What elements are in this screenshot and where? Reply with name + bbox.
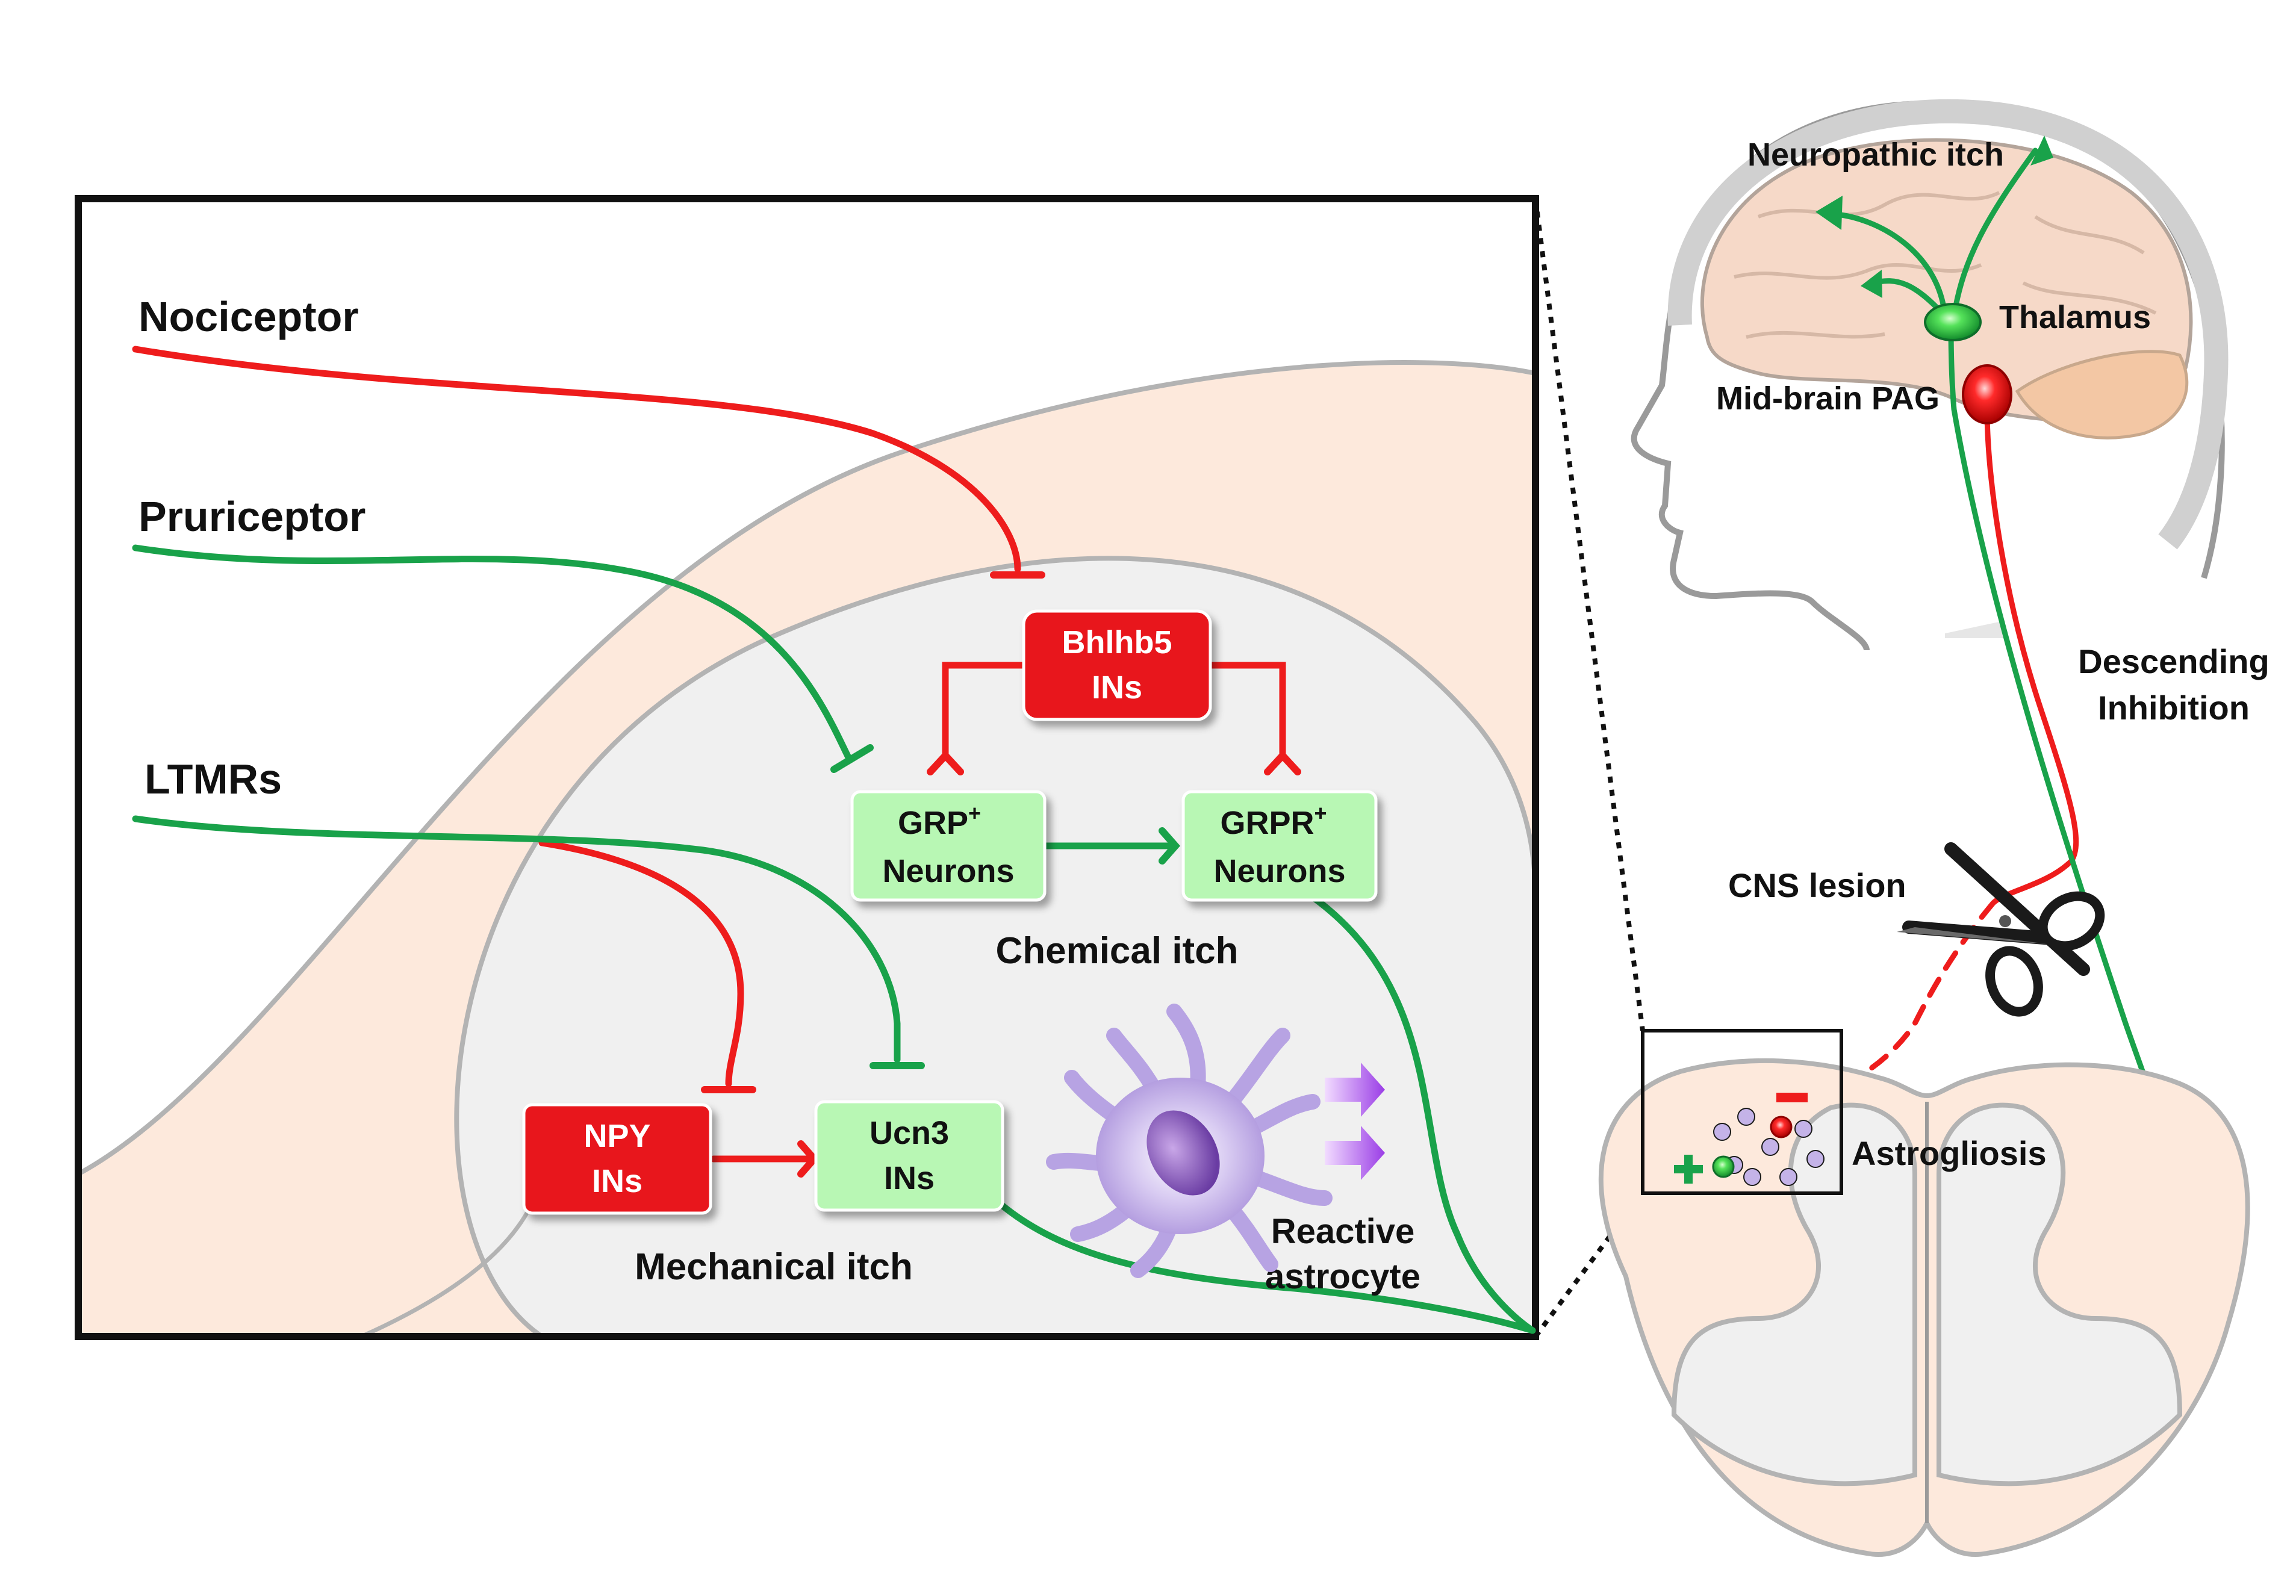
ucn3-label-2: INs — [884, 1160, 935, 1196]
inset-green-neuron-icon — [1712, 1155, 1735, 1178]
grpr-label: GRPR+ — [1220, 801, 1327, 841]
grey-matter-region — [454, 556, 1538, 1339]
reactive-astrocyte-label-2: astrocyte — [1265, 1257, 1420, 1296]
pag-label: Mid-brain PAG — [1716, 380, 1940, 417]
ucn3-box — [814, 1100, 1004, 1212]
scissors-icon — [1897, 842, 2105, 1017]
pag-icon — [1962, 364, 2012, 424]
pruriceptor-label: Pruriceptor — [138, 493, 366, 540]
head-outline — [1631, 99, 2229, 651]
reactive-astrocyte-label: Reactive — [1271, 1212, 1415, 1251]
reactive-astrocyte-icon — [1046, 1004, 1333, 1278]
chemical-itch-label: Chemical itch — [995, 930, 1238, 972]
cerebellum — [2015, 350, 2189, 439]
descending-inhibition-label-2: Inhibition — [2098, 689, 2250, 727]
bhlhb5-label-2: INs — [1092, 669, 1142, 706]
astrogliosis-label: Astrogliosis — [1852, 1134, 2047, 1172]
upregulation-arrows-icon — [1325, 1063, 1385, 1180]
ucn3-output — [990, 1194, 1536, 1334]
ltmrs-label: LTMRs — [145, 756, 282, 803]
zoom-inset-box — [1641, 1029, 1843, 1195]
bhlhb5-label: Bhlhb5 — [1062, 624, 1172, 660]
plus-icon — [1674, 1155, 1703, 1184]
pruriceptor-fiber — [132, 544, 853, 762]
bhlhb5-box — [1022, 609, 1212, 721]
bhlhb5-to-grpr — [1207, 662, 1286, 759]
thalamus-label: Thalamus — [1999, 299, 2151, 335]
nociceptor-label: Nociceptor — [138, 293, 359, 340]
descending-inhibition-label: Descending — [2078, 642, 2269, 680]
spinal-cord-section — [1598, 1058, 2250, 1557]
ucn3-label: Ucn3 — [870, 1115, 949, 1151]
inhibitory-connections — [132, 346, 1301, 1178]
ltmr-to-npy — [538, 839, 744, 1087]
astrogliosis-cells — [1713, 1108, 1825, 1186]
ltmr-fiber — [132, 815, 901, 1063]
grpr-box — [1181, 790, 1378, 902]
descending-inhibition-tract — [1984, 406, 2079, 906]
cns-lesion-label: CNS lesion — [1728, 866, 1906, 904]
thalamus-icon — [1924, 303, 1982, 341]
mechanical-itch-label: Mechanical itch — [635, 1246, 913, 1288]
grpr-label-2: Neurons — [1213, 853, 1345, 889]
minus-icon — [1776, 1093, 1808, 1102]
inset-red-neuron-icon — [1770, 1116, 1793, 1138]
grp-label-2: Neurons — [882, 853, 1014, 889]
excitatory-connections — [132, 544, 1536, 1334]
npy-box — [522, 1103, 712, 1215]
grpr-output — [1309, 893, 1536, 1334]
nociceptor-fiber — [132, 346, 1021, 573]
projection-arrowheads — [1815, 135, 2053, 298]
npy-label-2: INs — [592, 1163, 642, 1199]
grp-box — [850, 790, 1047, 902]
grp-label: GRP+ — [898, 801, 981, 841]
npy-label: NPY — [583, 1118, 650, 1154]
neuropathic-itch-label: Neuropathic itch — [1747, 137, 2004, 173]
bhlhb5-to-grp — [942, 662, 1027, 759]
